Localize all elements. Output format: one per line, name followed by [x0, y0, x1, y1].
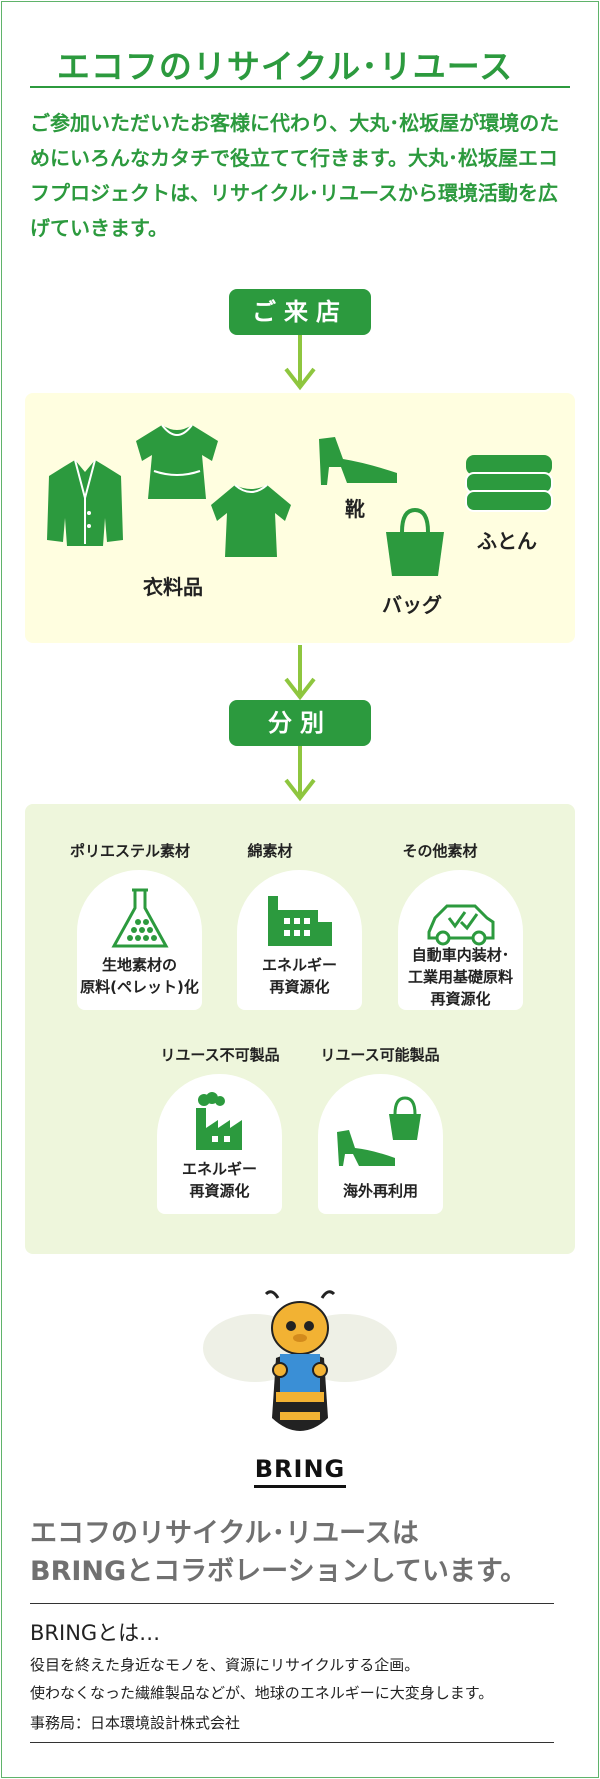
flask-icon	[111, 888, 169, 948]
car-icon	[427, 904, 495, 946]
collected-items-panel: 衣料品 靴 バッグ ふとん	[25, 393, 575, 643]
sorting-panel: ポリエステル素材 綿素材 その他素材 生地素材の 原料(ペレット)化 エネルギー…	[25, 804, 575, 1254]
card-cotton-line2: 再資源化	[269, 978, 330, 996]
down-arrow-icon	[284, 645, 316, 701]
card-pellet-line1: 生地素材の	[101, 956, 177, 974]
category-polyester: ポリエステル素材	[69, 842, 190, 860]
card-cotton-energy: エネルギー 再資源化	[237, 870, 362, 1010]
bring-logo-underline	[254, 1485, 346, 1488]
factory-smoke-icon	[196, 1092, 242, 1150]
bag-icon	[386, 507, 444, 576]
card-overseas-line1: 海外再利用	[342, 1182, 418, 1200]
title-underline	[30, 86, 570, 88]
card-overseas: 海外再利用	[318, 1074, 443, 1214]
card-auto-line2: 工業用基礎原料	[407, 968, 513, 986]
futon-label: ふとん	[477, 529, 537, 553]
collab-line2: BRINGとコラボレーションしています。	[30, 1556, 528, 1587]
sweater-icon	[211, 484, 291, 557]
jacket-icon	[47, 459, 123, 546]
card-pellet-line2: 原料(ペレット)化	[80, 978, 199, 996]
bring-logo: BRING	[254, 1455, 346, 1483]
bring-about-title: BRINGとは…	[30, 1621, 161, 1645]
collaboration-text: エコフのリサイクル･リユースは BRINGとコラボレーションしています。	[30, 1515, 575, 1591]
card-auto-line1: 自動車内装材･	[411, 946, 510, 964]
card-pellet: 生地素材の 原料(ペレット)化	[77, 870, 202, 1010]
step-sort-label: 分別	[229, 700, 371, 746]
office-credit: 事務局：日本環境設計株式会社	[30, 1714, 241, 1732]
card-nonreuse-energy: エネルギー 再資源化	[157, 1074, 282, 1214]
bring-about-line2: 使わなくなった繊維製品などが、地球のエネルギーに大変身します。	[30, 1684, 494, 1702]
card-nonreuse-line2: 再資源化	[189, 1182, 250, 1200]
bee-mascot-icon	[203, 1290, 397, 1431]
card-nonreuse-line1: エネルギー	[181, 1160, 257, 1178]
clothing-label: 衣料品	[143, 575, 203, 599]
blouse-icon	[136, 424, 218, 499]
down-arrow-icon	[284, 335, 316, 391]
futon-icon	[465, 455, 553, 512]
shoes-label: 靴	[345, 497, 365, 521]
card-cotton-line1: エネルギー	[261, 956, 337, 974]
category-non-reusable: リユース不可製品	[160, 1046, 280, 1064]
bring-about-line1: 役目を終えた身近なモノを、資源にリサイクルする企画。	[30, 1656, 420, 1674]
category-other: その他素材	[402, 842, 478, 860]
shoe-bag-icon	[337, 1096, 421, 1166]
card-auto-line3: 再資源化	[430, 990, 491, 1008]
divider-top	[30, 1603, 554, 1604]
factory-icon	[268, 896, 332, 946]
down-arrow-icon	[284, 746, 316, 802]
intro-text: ご参加いただいたお客様に代わり、大丸･松坂屋が環境のためにいろんなカタチで役立て…	[30, 111, 560, 240]
card-auto: 自動車内装材･ 工業用基礎原料 再資源化	[398, 870, 523, 1010]
page-title: エコフのリサイクル･リユース	[56, 47, 514, 86]
shoe-icon	[319, 437, 397, 485]
category-cotton: 綿素材	[247, 842, 293, 860]
step-visit-label: ご来店	[229, 289, 371, 335]
bag-label: バッグ	[382, 593, 442, 617]
bring-about-body: 役目を終えた身近なモノを、資源にリサイクルする企画。 使わなくなった繊維製品など…	[30, 1651, 575, 1707]
collab-line1: エコフのリサイクル･リユースは	[30, 1518, 419, 1549]
divider-bottom	[30, 1742, 554, 1743]
category-reusable: リユース可能製品	[320, 1046, 440, 1064]
